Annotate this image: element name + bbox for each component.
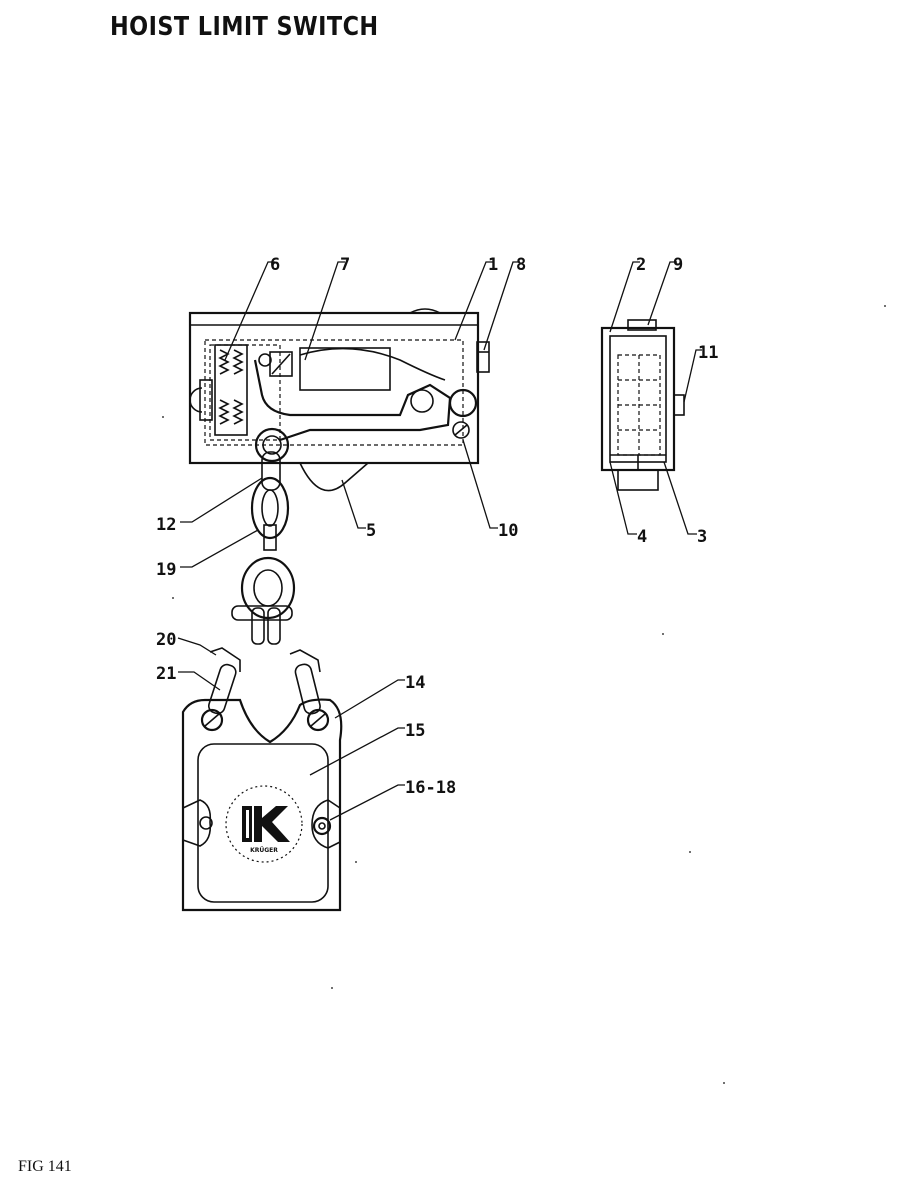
leader-lines: [177, 261, 702, 821]
kruger-logo: KRÜGER: [225, 785, 303, 863]
callout-2: 2: [636, 255, 646, 275]
chain-link-19: [250, 476, 290, 551]
switch-housing: [188, 308, 480, 465]
callout-15: 15: [405, 721, 425, 741]
callout-16-18: 16-18: [405, 778, 456, 798]
roller: [448, 388, 478, 418]
figure-label: FIG 141: [18, 1158, 72, 1175]
callout-3: 3: [697, 527, 707, 547]
counterweight-15: [182, 743, 341, 903]
eye-bolt-right: [289, 649, 321, 715]
callout-5: 5: [366, 521, 376, 541]
shackle: [231, 556, 296, 645]
callout-6: 6: [270, 255, 280, 275]
weight-cam-5: [299, 462, 369, 492]
callout-14: 14: [405, 673, 425, 693]
spring-assembly: [214, 344, 248, 436]
callout-20: 20: [156, 630, 176, 650]
callout-21: 21: [156, 664, 176, 684]
bolt-8: [476, 341, 490, 373]
callout-8: 8: [516, 255, 526, 275]
callout-labels: 6 7 1 8 2 9 11 12 19 5 10 4 3 20 21 14 1…: [156, 255, 718, 798]
micro-switch: [258, 347, 391, 391]
callout-1: 1: [488, 255, 498, 275]
logo-text: KRÜGER: [250, 847, 278, 854]
callout-4: 4: [637, 527, 647, 547]
callout-10: 10: [498, 521, 518, 541]
eye-bolt-left: [207, 647, 241, 715]
callout-7: 7: [340, 255, 350, 275]
callout-12: 12: [156, 515, 176, 535]
screw-10: [452, 421, 470, 439]
actuating-lever: [253, 347, 452, 442]
counterweight-frame-14: [181, 698, 343, 912]
side-view-housing: [600, 319, 685, 491]
callout-11: 11: [698, 343, 718, 363]
callout-9: 9: [673, 255, 683, 275]
page-title: HOIST LIMIT SWITCH: [110, 12, 379, 42]
scan-speckles: [162, 305, 886, 1084]
callout-19: 19: [156, 560, 176, 580]
